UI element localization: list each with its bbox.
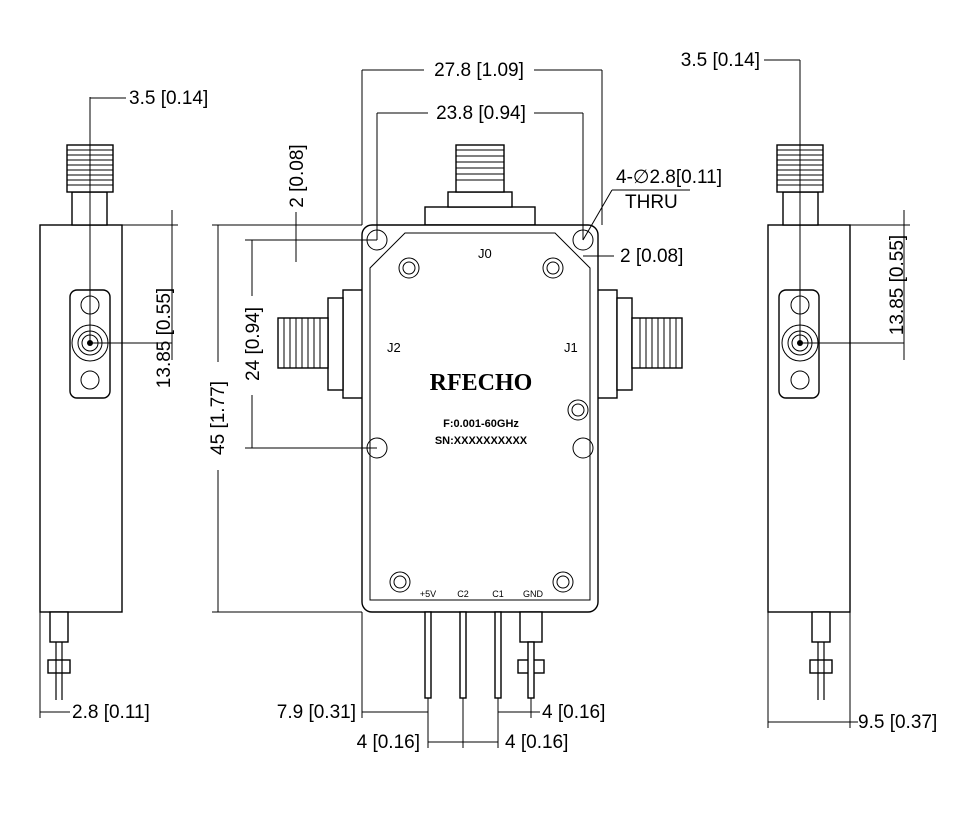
- dim-hole-spacing-width: 23.8 [0.94]: [436, 103, 526, 124]
- port-label-j0: J0: [478, 246, 492, 261]
- dim-overall-height: 45 [1.77]: [208, 381, 229, 455]
- pin-label-5v: +5V: [420, 589, 436, 599]
- port-label-j1: J1: [564, 340, 578, 355]
- dim-pin-pitch-b: 4 [0.16]: [505, 732, 568, 753]
- dim-top-margin: 2 [0.08]: [287, 144, 308, 207]
- pin-label-gnd: GND: [523, 589, 544, 599]
- dim-pin-edge-offset: 7.9 [0.31]: [277, 702, 356, 723]
- dim-mount-holes: 4-∅2.8[0.11]: [616, 167, 722, 188]
- front-view: J0 J1 J2 RFECHO F:0.001-60GHz SN:XXXXXXX…: [208, 60, 722, 753]
- serial-label: SN:XXXXXXXXXX: [435, 435, 528, 447]
- dim-pin-pitch-c: 4 [0.16]: [542, 702, 605, 723]
- brand-logo-text: RFECHO: [430, 370, 533, 396]
- pin-label-c2: C2: [457, 589, 469, 599]
- pin-label-c1: C1: [492, 589, 504, 599]
- dim-mount-holes-note: THRU: [625, 192, 678, 213]
- dim-depth: 9.5 [0.37]: [858, 712, 937, 733]
- dim-connector-height-left: 13.85 [0.55]: [154, 288, 175, 388]
- dim-side-margin: 2 [0.08]: [620, 246, 683, 267]
- frequency-label: F:0.001-60GHz: [443, 418, 519, 430]
- dim-pin-offset-left: 2.8 [0.11]: [72, 702, 150, 723]
- port-label-j2: J2: [387, 340, 401, 355]
- dim-connector-offset-right: 3.5 [0.14]: [681, 50, 760, 71]
- dim-pin-pitch-a: 4 [0.16]: [357, 732, 420, 753]
- dim-overall-width: 27.8 [1.09]: [434, 60, 524, 81]
- right-side-view: 3.5 [0.14] 13.85 [0.55] 9.5 [0.37]: [681, 50, 937, 733]
- dim-connector-height-right: 13.85 [0.55]: [887, 235, 908, 335]
- dim-hole-spacing-height: 24 [0.94]: [243, 307, 264, 381]
- dim-connector-offset-left: 3.5 [0.14]: [129, 88, 208, 109]
- left-side-view: 3.5 [0.14] 13.85 [0.55] 2.8 [0.11]: [39, 88, 208, 723]
